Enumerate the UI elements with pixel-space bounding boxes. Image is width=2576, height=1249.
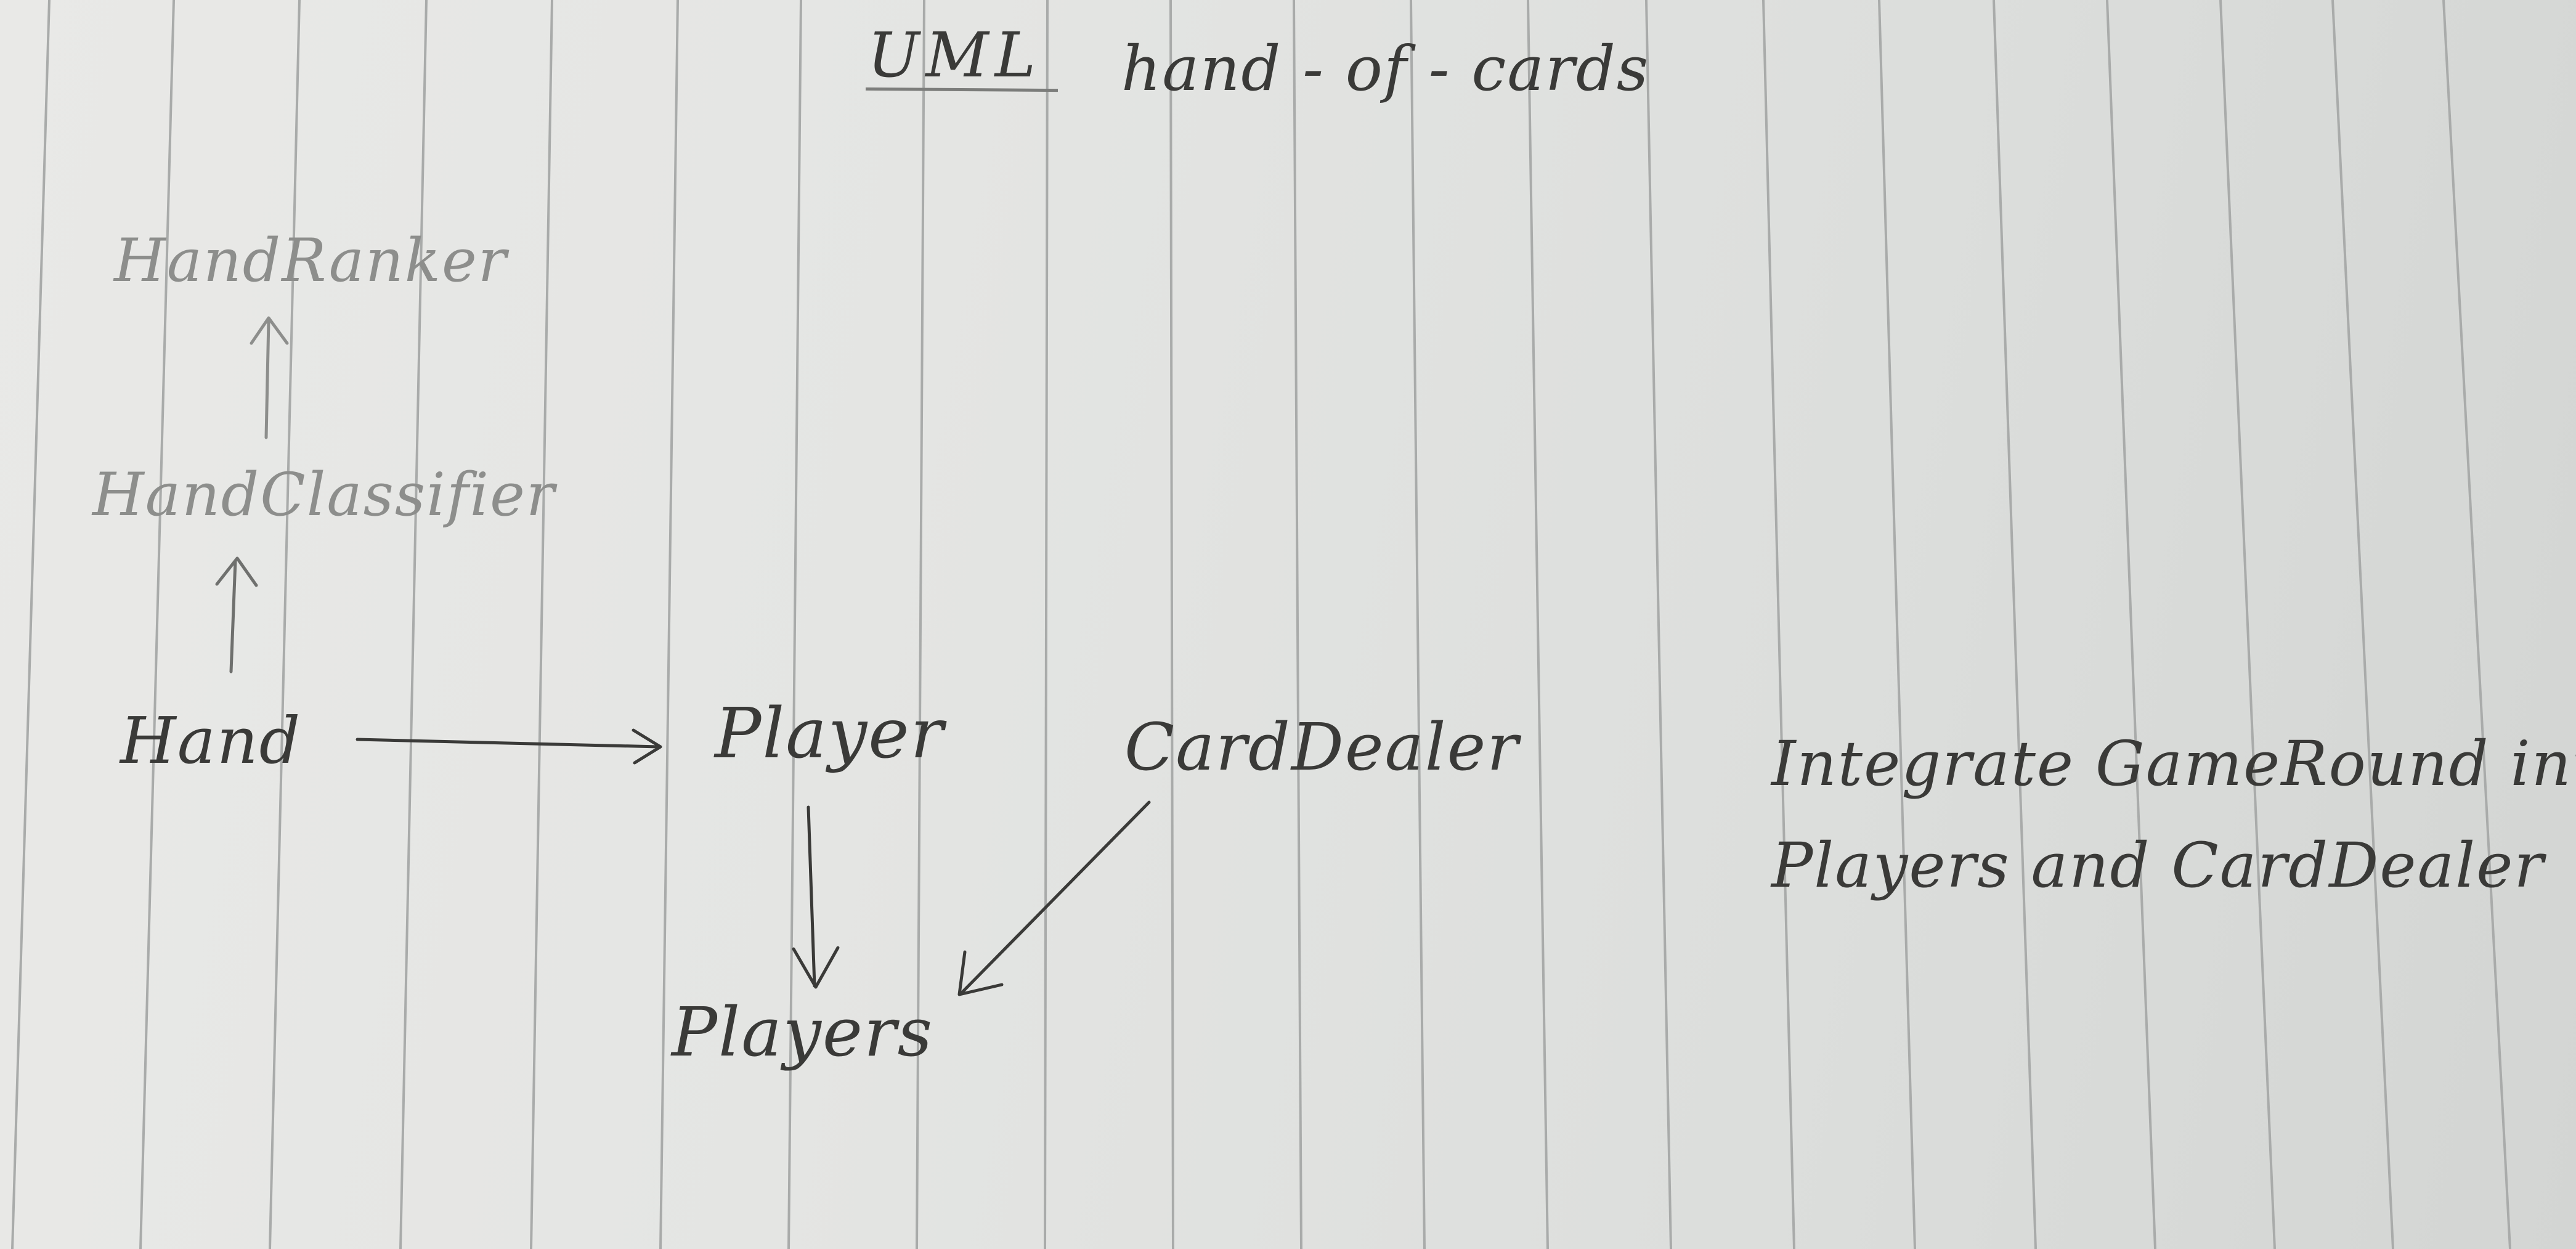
rule-line xyxy=(1762,0,1795,1249)
rule-line xyxy=(2331,0,2394,1249)
note-line-1: Integrate GameRound into xyxy=(1771,728,2576,800)
class-card-dealer: CardDealer xyxy=(1124,709,1520,785)
rule-line xyxy=(1645,0,1672,1249)
rule-line xyxy=(1410,0,1426,1249)
rule-line xyxy=(659,0,679,1249)
rule-line xyxy=(1293,0,1302,1249)
class-hand-classifier: HandClassifier xyxy=(92,460,556,529)
rule-line xyxy=(1169,0,1174,1249)
arrow-hand-to-classifier xyxy=(215,556,258,673)
class-player: Player xyxy=(715,694,945,774)
rule-line xyxy=(2219,0,2276,1249)
rule-line xyxy=(787,0,802,1249)
arrow-player-to-players xyxy=(792,805,840,989)
rule-line xyxy=(139,0,175,1249)
class-hand: Hand xyxy=(120,703,302,778)
arrow-hand-to-player xyxy=(356,728,662,765)
rule-line xyxy=(2442,0,2511,1249)
arrow-card-dealer-to-players xyxy=(957,800,1151,996)
rule-line xyxy=(11,0,51,1249)
rule-line xyxy=(269,0,301,1249)
title-project-name: hand - of - cards xyxy=(1121,33,1650,105)
rule-line xyxy=(399,0,428,1249)
title-uml: UML xyxy=(867,19,1042,91)
note-line-2: Players and CardDealer xyxy=(1771,829,2545,901)
rule-line xyxy=(2106,0,2156,1249)
rule-line xyxy=(1878,0,1916,1249)
class-hand-ranker: HandRanker xyxy=(114,226,508,295)
rule-line xyxy=(1993,0,2037,1249)
rule-line xyxy=(530,0,553,1249)
class-players: Players xyxy=(672,993,934,1072)
rule-line xyxy=(1044,0,1049,1249)
rule-line xyxy=(916,0,925,1249)
rule-line xyxy=(1527,0,1549,1249)
arrow-classifier-to-ranker xyxy=(250,316,289,439)
